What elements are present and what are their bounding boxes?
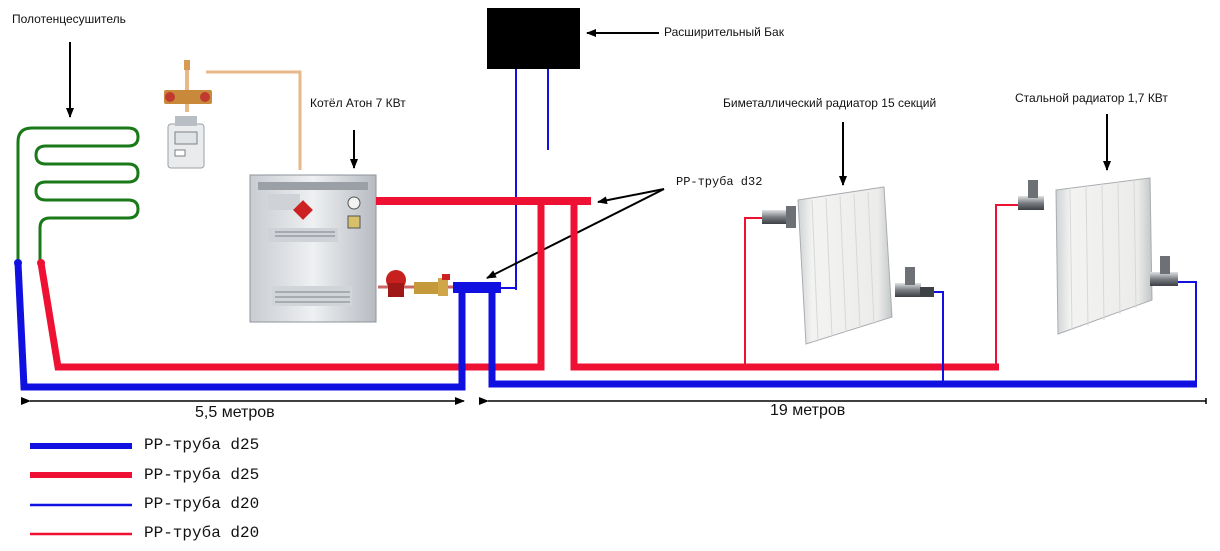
expansion-tank-label: Расширительный Бак: [664, 25, 784, 39]
steel-radiator: [1018, 177, 1178, 335]
legend-label-1: PP-труба d25: [144, 436, 260, 454]
supply-riser-bimetal: [744, 217, 770, 367]
gas-meter: [164, 60, 302, 170]
supply-pipe-radiators: [570, 205, 999, 371]
bimetal-radiator-label: Биметаллический радиатор 15 секций: [723, 96, 937, 110]
circulation-pump: [378, 270, 455, 297]
dimension-left-label: 5,5 метров: [195, 404, 275, 421]
legend-label-3: PP-труба d20: [144, 495, 260, 513]
dimension-right-label: 19 метров: [770, 402, 846, 419]
return-riser-steel: [1178, 281, 1197, 384]
expansion-tank: [487, 8, 580, 69]
d32-arrow-supply: [597, 188, 665, 205]
towel-dryer-coil: [14, 126, 140, 267]
return-pipe-radiators: [488, 293, 1197, 388]
boiler-label: Котёл Атон 7 КВт: [310, 96, 406, 110]
legend-label-2: PP-труба d25: [144, 466, 260, 484]
supply-riser-steel: [995, 204, 1022, 367]
pipe-d32-label: PP-труба d32: [676, 175, 763, 189]
steel-radiator-label: Стальной радиатор 1,7 КВт: [1015, 91, 1168, 105]
towel-dryer-label: Полотенцесушитель: [12, 12, 126, 26]
return-header-d32: [453, 282, 501, 293]
boiler: [249, 174, 377, 323]
legend-label-4: PP-труба d20: [144, 524, 260, 542]
supply-pipe-towel: [37, 205, 545, 371]
supply-header-d32: [376, 197, 591, 205]
return-pipe-towel: [14, 262, 466, 391]
bimetal-radiator: [762, 186, 934, 345]
